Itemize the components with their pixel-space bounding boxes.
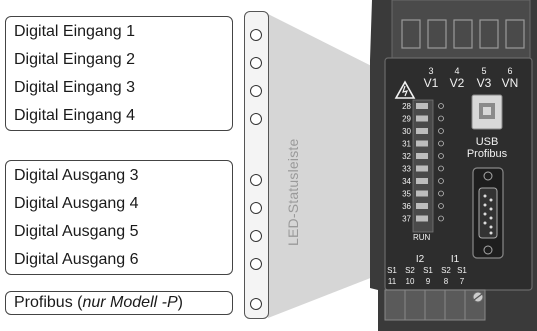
led-output-3 [250, 174, 262, 186]
device-led-number: 35 [402, 190, 411, 199]
led-status-strip [244, 11, 269, 319]
device-led [438, 128, 444, 134]
input-label-3: Digital Eingang 3 [14, 79, 135, 96]
device-led [438, 153, 444, 159]
input-label-1: Digital Eingang 1 [14, 23, 135, 40]
device-led-number: 28 [402, 102, 411, 111]
device-led [438, 178, 444, 184]
current-terminal-label: S1 [423, 266, 433, 275]
profibus-suffix: ) [177, 294, 183, 311]
bottom-terminals [384, 289, 486, 321]
current-group-label: I2 [416, 254, 425, 265]
output-label-6: Digital Ausgang 6 [14, 251, 139, 268]
profibus-group: Profibus (nur Modell -P) [5, 291, 233, 315]
voltage-label: V1 [424, 76, 439, 90]
top-terminal-block [391, 0, 531, 61]
device-led-slot [416, 178, 428, 184]
voltage-number: 4 [454, 66, 459, 76]
led-input-2 [250, 57, 262, 69]
current-terminal-label: S1 [387, 266, 397, 275]
device-led-slot [416, 153, 428, 159]
led-profibus [250, 298, 262, 310]
run-label: RUN [413, 233, 431, 242]
device-led-slot [416, 115, 428, 122]
usb-label: USB [476, 136, 499, 148]
voltage-number: 5 [481, 66, 486, 76]
device-led-number: 31 [402, 140, 411, 149]
device-led-number: 37 [402, 215, 411, 224]
device-led [438, 215, 444, 222]
voltage-number: 3 [428, 66, 433, 76]
digital-inputs-group: Digital Eingang 1 Digital Eingang 2 Digi… [5, 16, 233, 131]
device-led [438, 140, 444, 147]
device-led-slot [416, 190, 428, 197]
device-led [438, 190, 444, 197]
voltage-label: V2 [450, 76, 465, 90]
digital-outputs-group: Digital Ausgang 3 Digital Ausgang 4 Digi… [5, 160, 233, 275]
voltage-number: 6 [507, 66, 512, 76]
device-led-number: 33 [402, 165, 411, 174]
device-led [438, 203, 444, 209]
output-label-3: Digital Ausgang 3 [14, 167, 139, 184]
led-strip-caption: LED-Statusleiste [285, 138, 301, 246]
led-input-4 [250, 113, 262, 125]
device-led [438, 103, 444, 109]
output-label-4: Digital Ausgang 4 [14, 195, 139, 212]
current-terminal-number: 11 [388, 277, 397, 286]
warning-triangle-icon [394, 80, 416, 99]
profibus-prefix: Profibus ( [14, 294, 83, 311]
profibus-model-note: nur Modell -P [82, 294, 178, 311]
profibus-label: Profibus (nur Modell -P) [14, 293, 183, 313]
top-terminals [401, 19, 525, 49]
device-led [438, 115, 444, 122]
input-label-4: Digital Eingang 4 [14, 107, 135, 124]
voltage-label: V3 [477, 76, 492, 90]
device-led-slot [416, 103, 428, 109]
current-terminal-number: 7 [460, 277, 465, 286]
device-led-slot [416, 165, 428, 172]
current-terminal-number: 10 [406, 277, 415, 286]
current-terminal-label: S1 [457, 266, 467, 275]
device-led-slot [416, 203, 428, 209]
device-led-number: 36 [402, 202, 411, 211]
led-input-1 [250, 29, 262, 41]
device-led-slot [416, 215, 428, 222]
led-output-4 [250, 202, 262, 214]
led-output-6 [250, 258, 262, 270]
voltage-label: VN [502, 76, 519, 90]
device-led-number: 32 [402, 152, 411, 161]
device-led-slot [416, 140, 428, 147]
current-terminal-label: S2 [405, 266, 415, 275]
current-terminal-number: 8 [444, 277, 449, 286]
input-label-2: Digital Eingang 2 [14, 51, 135, 68]
device-led-number: 30 [402, 127, 411, 136]
led-output-5 [250, 230, 262, 242]
device-led-number: 29 [402, 115, 411, 124]
current-group-label: I1 [451, 254, 460, 265]
led-input-3 [250, 85, 262, 97]
output-label-5: Digital Ausgang 5 [14, 223, 139, 240]
device-led-number: 34 [402, 177, 411, 186]
profibus-port-label: Profibus [467, 148, 508, 160]
current-terminal-number: 9 [426, 277, 431, 286]
device-led [438, 165, 444, 172]
device-led-slot [416, 128, 428, 134]
current-terminal-label: S2 [441, 266, 451, 275]
